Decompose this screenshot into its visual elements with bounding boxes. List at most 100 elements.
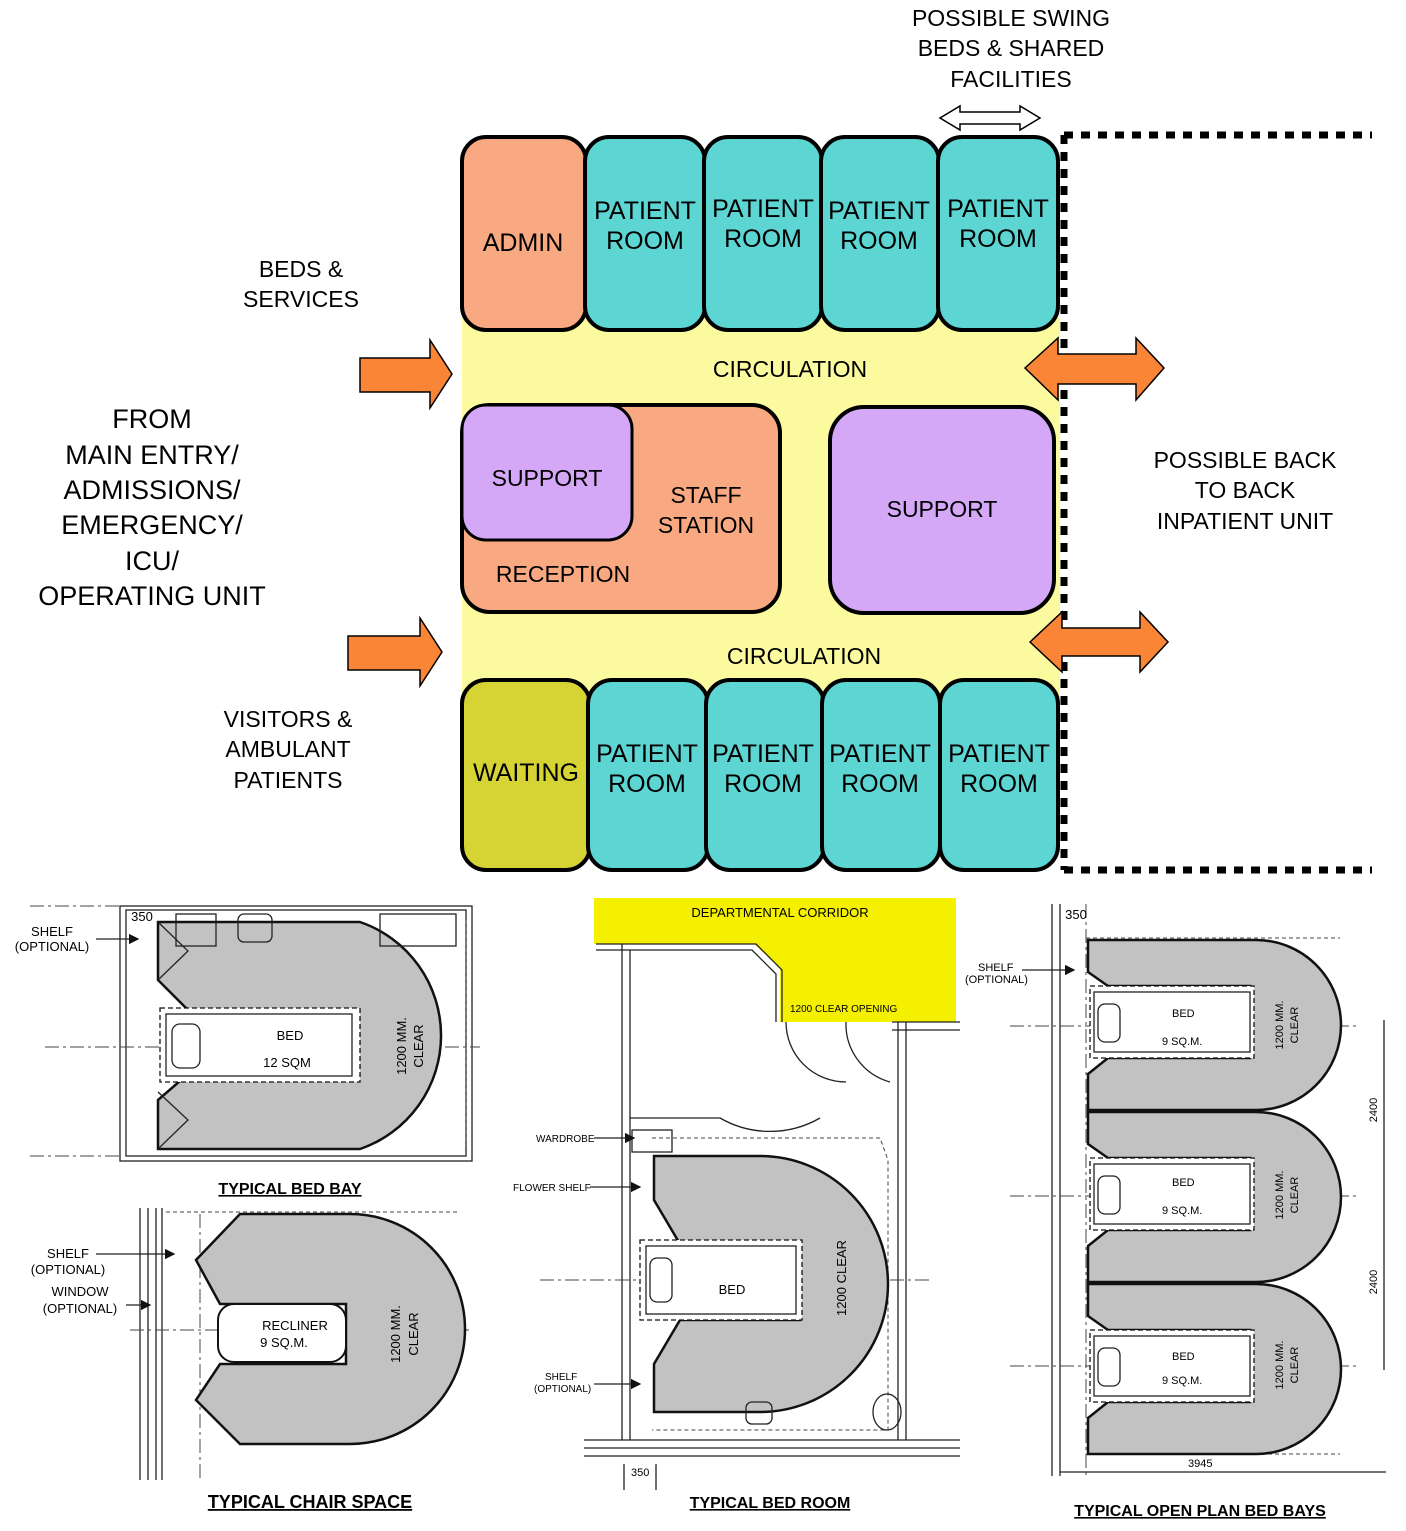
open-plan-clear-3b: CLEAR bbox=[1289, 1347, 1301, 1384]
patient-top-2-a: PATIENT bbox=[712, 195, 814, 223]
patient-top-1-b: ROOM bbox=[606, 227, 684, 255]
patient-top-2-b: ROOM bbox=[724, 225, 802, 253]
open-plan-clear-1b: CLEAR bbox=[1289, 1007, 1301, 1044]
open-plan-bed-1: BED bbox=[1172, 1008, 1195, 1020]
beds-services-2: SERVICES bbox=[243, 286, 359, 312]
patient-top-4-b: ROOM bbox=[959, 225, 1037, 253]
open-plan-clear-2a: 1200 MM. bbox=[1274, 1171, 1286, 1220]
visitors-1: VISITORS & bbox=[224, 706, 353, 732]
back-to-back-boundary bbox=[1060, 131, 1372, 874]
bed-room-wardrobe: WARDROBE bbox=[536, 1134, 595, 1145]
typical-open-plan: 350 SHELF (OPTIONAL) BED 9 SQ.M. BED 9 S… bbox=[965, 904, 1386, 1520]
patient-bot-4-a: PATIENT bbox=[948, 740, 1050, 768]
open-plan-zone-2 bbox=[1086, 1110, 1343, 1284]
bed-room-bed: BED bbox=[719, 1282, 746, 1297]
open-plan-spacing-1: 2400 bbox=[1368, 1098, 1380, 1122]
swing-double-arrow bbox=[938, 104, 1042, 132]
bed-room-clear-zone bbox=[652, 1154, 890, 1414]
patient-top-3-a: PATIENT bbox=[828, 197, 930, 225]
circulation-bottom: CIRCULATION bbox=[727, 643, 881, 669]
chair-space-clear-2: CLEAR bbox=[406, 1312, 421, 1355]
from-main-3: ADMISSIONS/ bbox=[63, 475, 241, 505]
swing-label-3: FACILITIES bbox=[950, 66, 1071, 92]
bed-room-opening: 1200 CLEAR OPENING bbox=[790, 1004, 897, 1015]
circulation-top: CIRCULATION bbox=[713, 356, 867, 382]
patient-room-top-4 bbox=[936, 135, 1060, 332]
patient-bot-2-a: PATIENT bbox=[712, 740, 814, 768]
open-plan-shelf-1: SHELF bbox=[978, 962, 1014, 974]
patient-top-1-a: PATIENT bbox=[594, 197, 696, 225]
patient-bot-1-b: ROOM bbox=[608, 770, 686, 798]
arrow-back-to-back-bottom bbox=[1028, 610, 1170, 674]
open-plan-spacing-2: 2400 bbox=[1368, 1270, 1380, 1294]
patient-bot-3-b: ROOM bbox=[841, 770, 919, 798]
bed-room-shelf-1: SHELF bbox=[545, 1372, 577, 1383]
back-to-back-3: INPATIENT UNIT bbox=[1157, 508, 1333, 534]
open-plan-zone-1 bbox=[1086, 938, 1343, 1112]
staff-station-1: STAFF bbox=[670, 482, 741, 508]
arrow-back-to-back-top bbox=[1023, 336, 1166, 402]
chair-space-area: 9 SQ.M. bbox=[260, 1335, 308, 1350]
chair-space-clear-1: 1200 MM. bbox=[388, 1305, 403, 1363]
open-plan-area-1: 9 SQ.M. bbox=[1162, 1036, 1202, 1048]
bed-room-dim: 350 bbox=[631, 1467, 649, 1479]
bed-bay-dim: 350 bbox=[131, 909, 153, 924]
patient-room-bottom-4 bbox=[938, 678, 1060, 872]
open-plan-dim: 350 bbox=[1065, 907, 1087, 922]
bed-room-clear: 1200 CLEAR bbox=[834, 1240, 849, 1316]
open-plan-clear-2b: CLEAR bbox=[1289, 1177, 1301, 1214]
support-right-label: SUPPORT bbox=[887, 496, 998, 522]
typical-bed-room: DEPARTMENTAL CORRIDOR 1200 CLEAR OPENING… bbox=[513, 898, 960, 1512]
bed-bay-shelf-1: SHELF bbox=[31, 924, 73, 939]
admin-label: ADMIN bbox=[483, 229, 564, 257]
typical-bed-bay: 350 SHELF (OPTIONAL) BED 12 SQM 1200 MM.… bbox=[15, 905, 480, 1198]
open-plan-area-2: 9 SQ.M. bbox=[1162, 1205, 1202, 1217]
open-plan-clear-1a: 1200 MM. bbox=[1274, 1001, 1286, 1050]
bed-room-flower-shelf: FLOWER SHELF bbox=[513, 1183, 591, 1194]
bed-bay-bed: BED bbox=[277, 1028, 304, 1043]
bed-room-corridor: DEPARTMENTAL CORRIDOR bbox=[691, 905, 868, 920]
typical-chair-space: SHELF (OPTIONAL) WINDOW (OPTIONAL) RECLI… bbox=[31, 1208, 470, 1512]
block-diagram: POSSIBLE SWING BEDS & SHARED FACILITIES … bbox=[38, 5, 1372, 874]
patient-bot-2-b: ROOM bbox=[724, 770, 802, 798]
bed-room-caption: TYPICAL BED ROOM bbox=[690, 1495, 851, 1512]
from-main-1: FROM bbox=[112, 404, 191, 434]
patient-bot-4-b: ROOM bbox=[960, 770, 1038, 798]
open-plan-bed-3: BED bbox=[1172, 1351, 1195, 1363]
chair-space-window-2: (OPTIONAL) bbox=[43, 1301, 117, 1316]
reception-label: RECEPTION bbox=[496, 561, 630, 587]
swing-label-2: BEDS & SHARED bbox=[918, 35, 1105, 61]
waiting-label: WAITING bbox=[473, 759, 579, 787]
support-left-label: SUPPORT bbox=[492, 465, 603, 491]
chair-space-shelf-1: SHELF bbox=[47, 1246, 89, 1261]
swing-label-1: POSSIBLE SWING bbox=[912, 5, 1110, 31]
back-to-back-2: TO BACK bbox=[1195, 477, 1296, 503]
open-plan-width: 3945 bbox=[1188, 1458, 1212, 1470]
open-plan-clear-3a: 1200 MM. bbox=[1274, 1341, 1286, 1390]
open-plan-caption: TYPICAL OPEN PLAN BED BAYS bbox=[1074, 1503, 1326, 1520]
patient-bot-1-a: PATIENT bbox=[596, 740, 698, 768]
arrow-beds-services bbox=[359, 337, 453, 411]
bed-bay-area: 12 SQM bbox=[263, 1055, 311, 1070]
chair-space-recliner: RECLINER bbox=[262, 1318, 328, 1333]
bed-bay-clear-2: CLEAR bbox=[411, 1024, 426, 1067]
visitors-3: PATIENTS bbox=[233, 767, 342, 793]
support-room-right bbox=[828, 405, 1056, 615]
chair-space-caption: TYPICAL CHAIR SPACE bbox=[208, 1492, 412, 1512]
visitors-2: AMBULANT bbox=[225, 736, 350, 762]
patient-top-4-a: PATIENT bbox=[947, 195, 1049, 223]
from-main-6: OPERATING UNIT bbox=[38, 581, 266, 611]
beds-services-1: BEDS & bbox=[259, 256, 343, 282]
from-main-2: MAIN ENTRY/ bbox=[65, 440, 239, 470]
back-to-back-1: POSSIBLE BACK bbox=[1154, 447, 1337, 473]
staff-station-2: STATION bbox=[658, 512, 754, 538]
patient-bot-3-a: PATIENT bbox=[829, 740, 931, 768]
bed-bay-caption: TYPICAL BED BAY bbox=[218, 1181, 361, 1198]
bed-bay-clear-1: 1200 MM. bbox=[394, 1017, 409, 1075]
support-room-left bbox=[460, 403, 634, 542]
open-plan-shelf-2: (OPTIONAL) bbox=[965, 974, 1028, 986]
open-plan-area-3: 9 SQ.M. bbox=[1162, 1375, 1202, 1387]
arrow-visitors bbox=[347, 615, 443, 689]
from-main-5: ICU/ bbox=[125, 546, 179, 576]
